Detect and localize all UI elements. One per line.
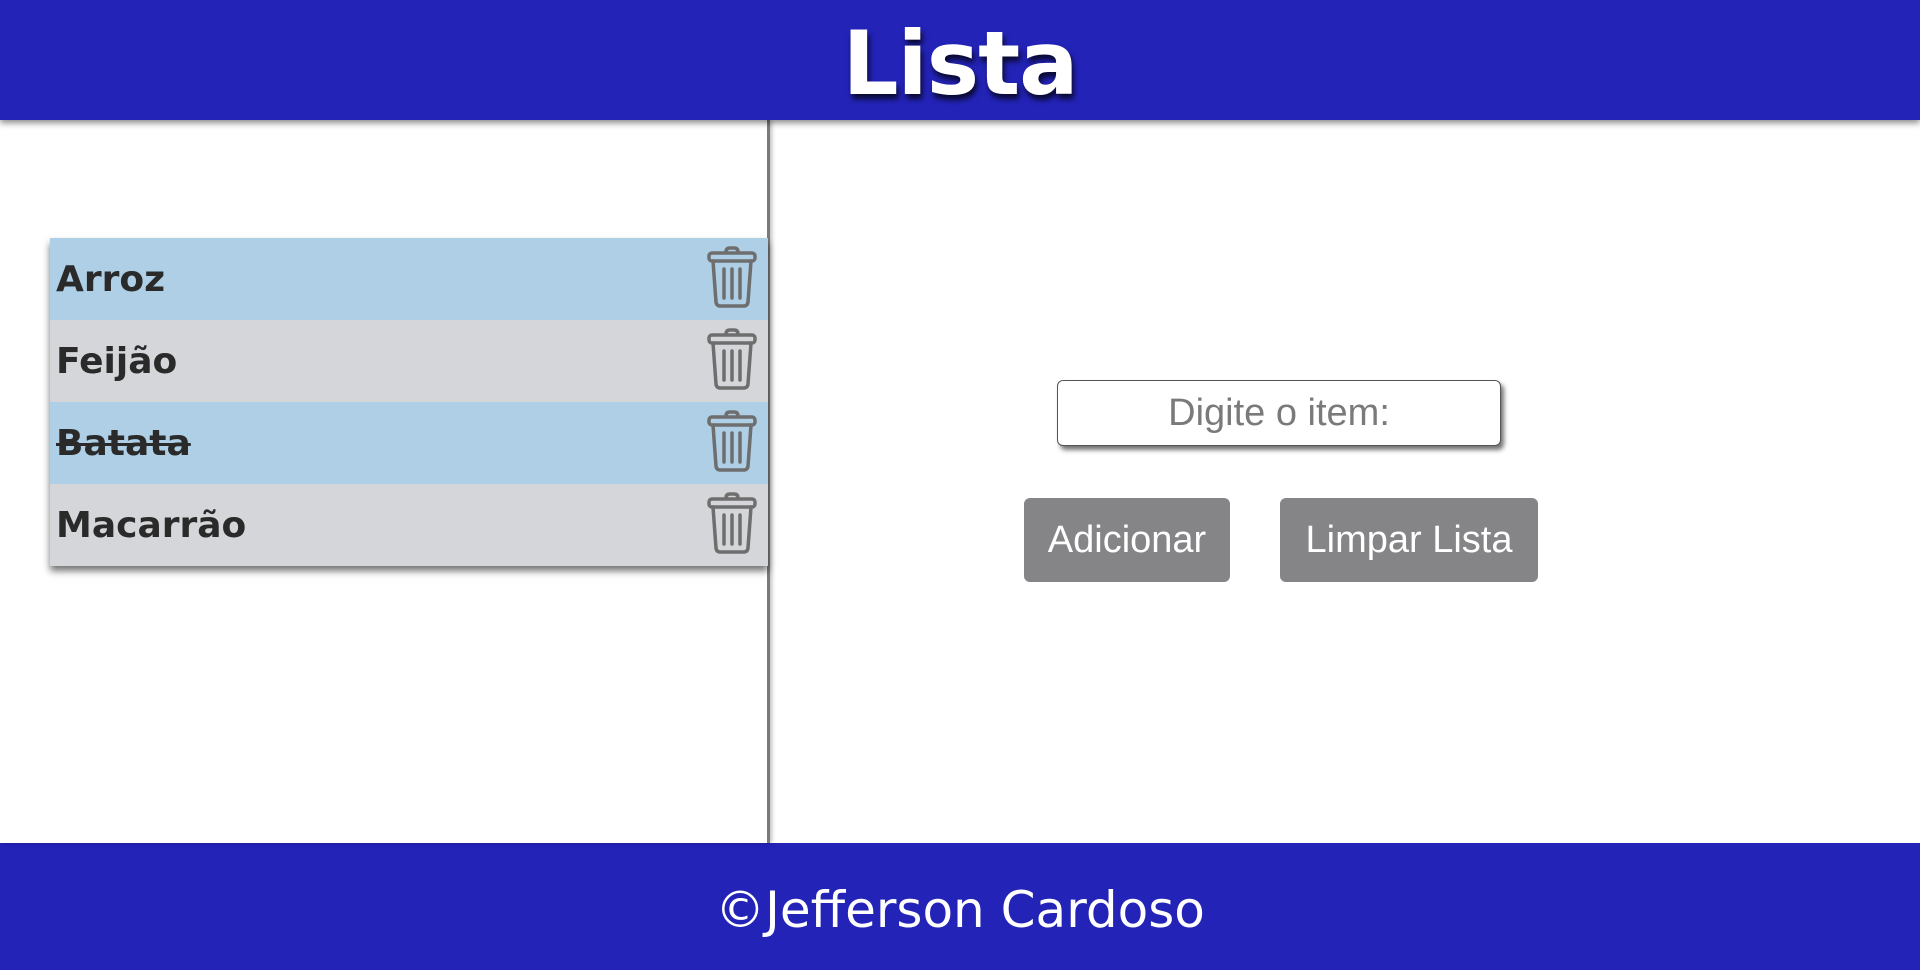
list-item-label[interactable]: Arroz bbox=[56, 258, 166, 300]
header: Lista bbox=[0, 0, 1920, 120]
shopping-list: Arroz Feijão bbox=[50, 238, 768, 566]
form-panel: Adicionar Limpar Lista bbox=[770, 120, 1920, 843]
page-title: Lista bbox=[842, 12, 1078, 115]
list-item[interactable]: Feijão bbox=[50, 320, 768, 402]
clear-list-button[interactable]: Limpar Lista bbox=[1280, 498, 1538, 582]
item-input[interactable] bbox=[1057, 380, 1501, 446]
add-button[interactable]: Adicionar bbox=[1024, 498, 1230, 582]
list-panel: Arroz Feijão bbox=[0, 120, 770, 843]
trash-icon[interactable] bbox=[706, 492, 758, 554]
list-item-label[interactable]: Feijão bbox=[56, 340, 178, 382]
trash-icon[interactable] bbox=[706, 328, 758, 390]
list-item[interactable]: Batata bbox=[50, 402, 768, 484]
list-item-label[interactable]: Macarrão bbox=[56, 504, 247, 546]
trash-icon[interactable] bbox=[706, 410, 758, 472]
trash-icon[interactable] bbox=[706, 246, 758, 308]
footer: ©Jefferson Cardoso bbox=[0, 843, 1920, 970]
footer-copyright: ©Jefferson Cardoso bbox=[715, 880, 1205, 939]
list-item-label[interactable]: Batata bbox=[56, 422, 191, 464]
list-item[interactable]: Macarrão bbox=[50, 484, 768, 566]
list-item[interactable]: Arroz bbox=[50, 238, 768, 320]
